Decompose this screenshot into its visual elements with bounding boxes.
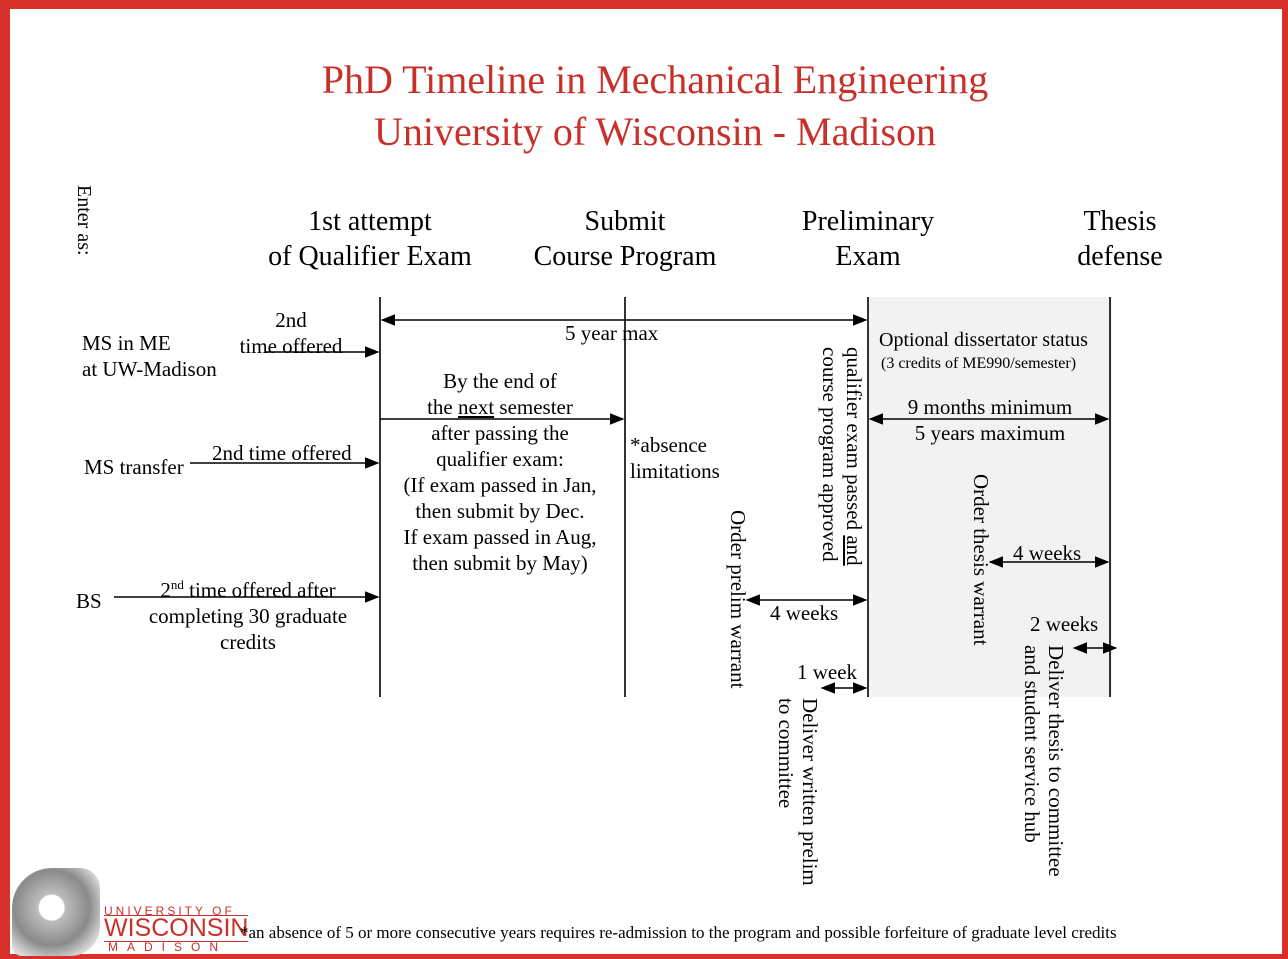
title-line-2: University of Wisconsin - Madison (373, 109, 937, 154)
logo-wisconsin: WISCONSIN (104, 914, 249, 942)
ms-transfer-offer-label: 2nd time offered (212, 441, 352, 465)
entry-bs: BS (76, 589, 102, 613)
bs-offer-label: 2nd time offered after completing 30 gra… (148, 577, 348, 654)
prelim-4-weeks-label: 4 weeks (770, 601, 839, 625)
entry-ms-transfer: MS transfer (84, 455, 184, 479)
title-line-1: PhD Timeline in Mechanical Engineering (321, 57, 989, 102)
prelim-1-week-label: 1 week (797, 660, 858, 684)
thesis-2-weeks-label: 2 weeks (1030, 612, 1099, 636)
dissertator-shaded-region (868, 297, 1112, 697)
logo-university-of: UNIVERSITY OF (104, 904, 235, 918)
order-thesis-warrant-label: Order thesis warrant (969, 474, 993, 646)
uw-crest-logo (12, 868, 100, 956)
next-semester-text: By the end of the next semester after pa… (403, 369, 597, 575)
five-year-max-label: 5 year max (565, 321, 659, 345)
order-prelim-warrant-label: Order prelim warrant (726, 510, 750, 689)
thesis-4-weeks-label: 4 weeks (1013, 541, 1082, 565)
footnote: *an absence of 5 or more consecutive yea… (240, 923, 1117, 942)
logo-madison: MADISON (108, 940, 228, 954)
qualifier-passed-label: qualifier exam passed and course program… (818, 347, 866, 566)
dissertator-status-label: Optional dissertator status (3 credits o… (879, 329, 1088, 372)
